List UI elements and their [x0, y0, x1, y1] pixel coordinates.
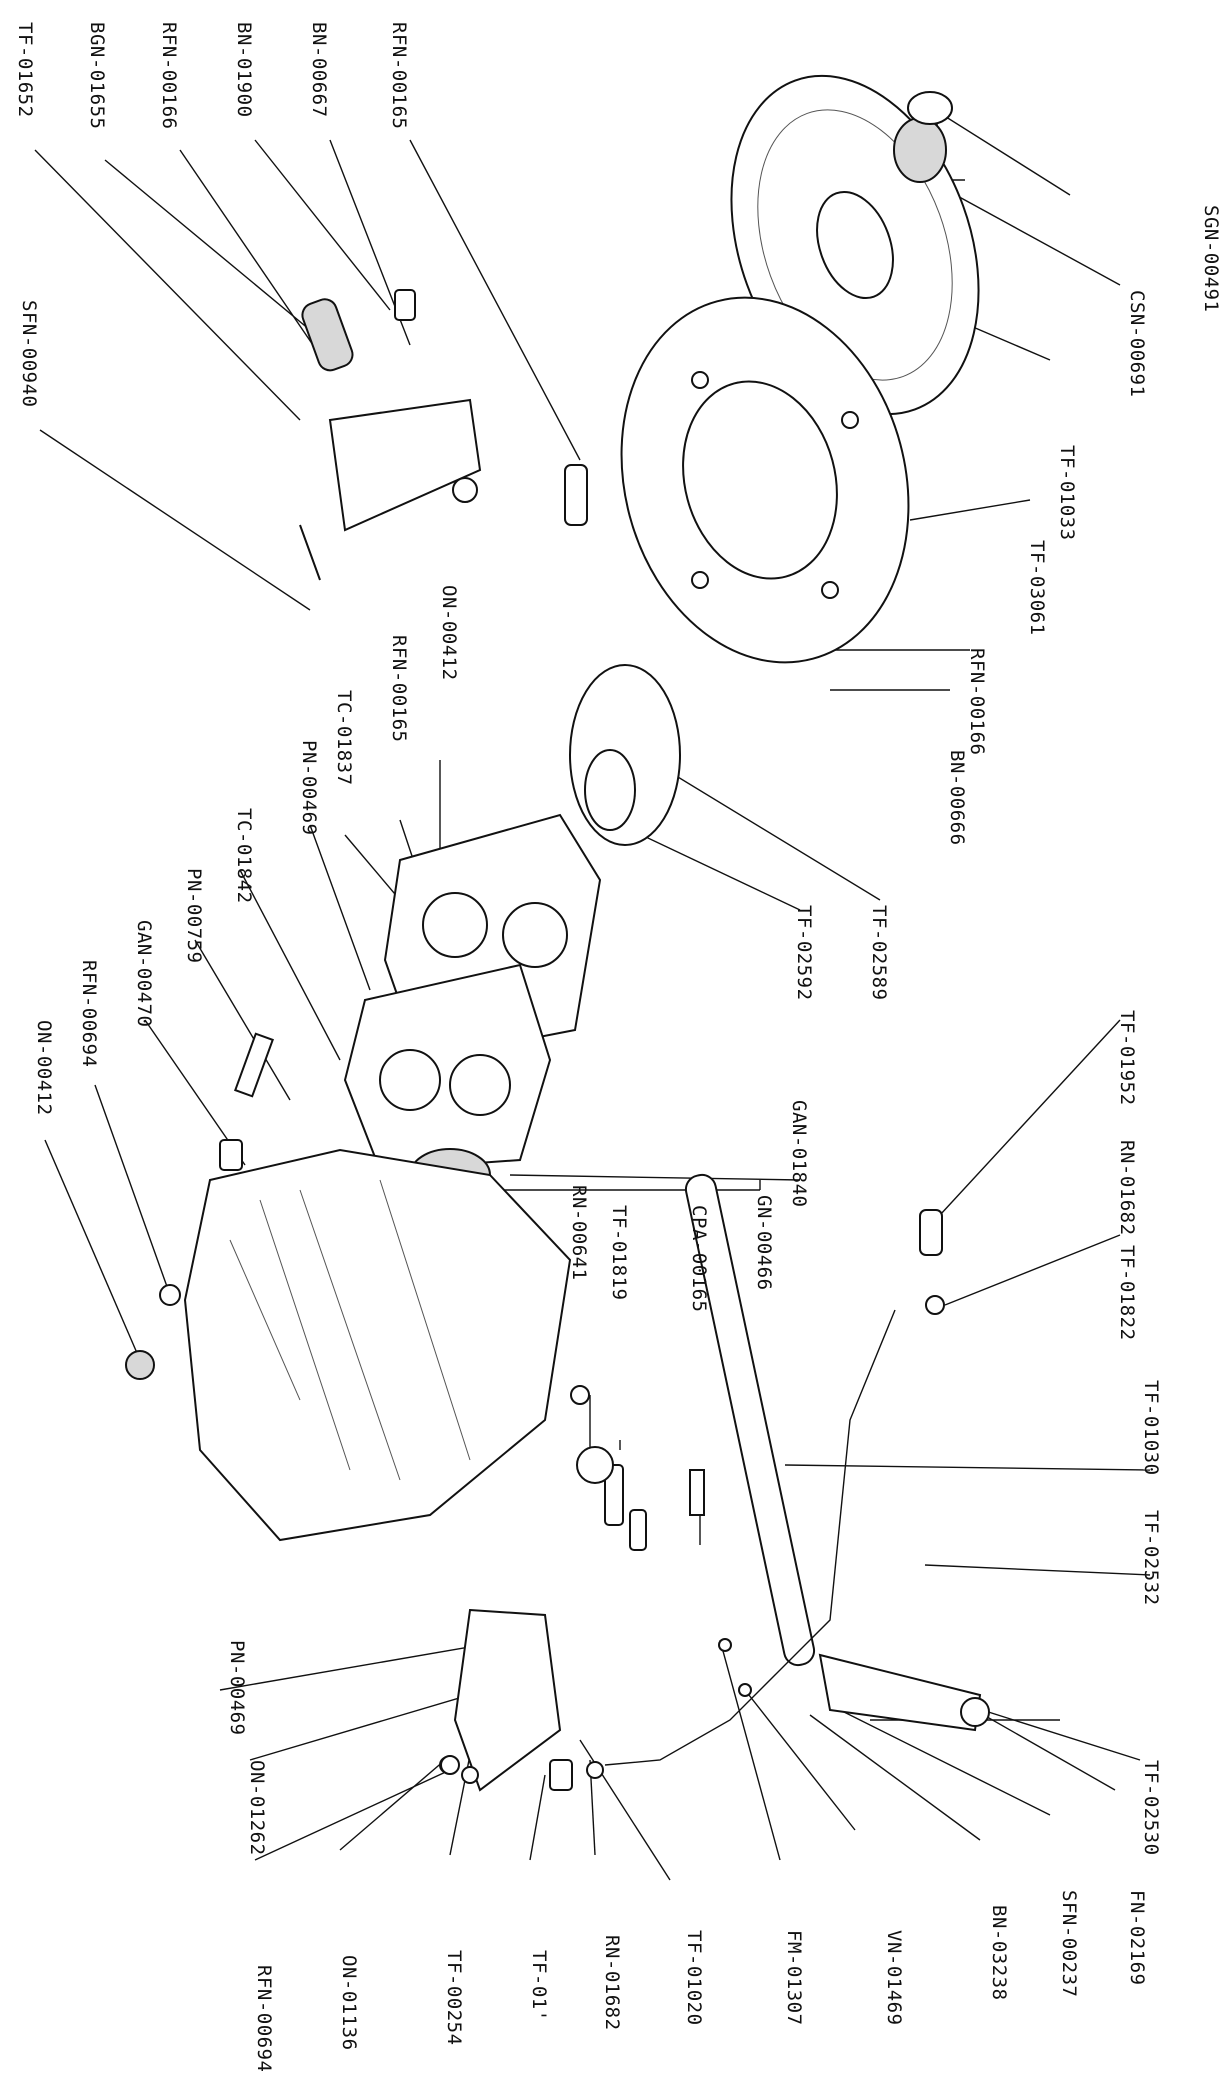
label-vn-01469: VN-01469 — [883, 1930, 905, 2026]
label-on-00412-b: ON-00412 — [33, 1020, 55, 1116]
label-rfn-00166-a: RFN-00166 — [158, 22, 180, 130]
label-rn-01682-b: RN-01682 — [601, 1935, 623, 2031]
label-bgn-01655: BGN-01655 — [86, 22, 108, 130]
label-gan-00470: GAN-00470 — [133, 920, 155, 1028]
label-bn-01900: BN-01900 — [233, 22, 255, 118]
label-gn-00466: GN-00466 — [753, 1195, 775, 1291]
label-on-01262: ON-01262 — [246, 1760, 268, 1856]
label-rfn-00165-a: RFN-00165 — [388, 22, 410, 130]
label-rfn-00165-b: RFN-00165 — [388, 635, 410, 743]
label-tf-03061: TF-03061 — [1026, 540, 1048, 636]
label-tf-01652: TF-01652 — [14, 22, 36, 118]
label-tf-01822: TF-01822 — [1116, 1245, 1138, 1341]
label-tc-01837: TC-01837 — [333, 690, 355, 786]
label-rfn-00694-a: RFN-00694 — [78, 960, 100, 1068]
label-rn-00641: RN-00641 — [568, 1185, 590, 1281]
label-sfn-00237: SFN-00237 — [1058, 1890, 1080, 1998]
label-bn-00667: BN-00667 — [308, 22, 330, 118]
label-tf-01020: TF-01020 — [683, 1930, 705, 2026]
label-tf-00254: TF-00254 — [443, 1950, 465, 2046]
label-tf-02530: TF-02530 — [1140, 1760, 1162, 1856]
label-tc-01842: TC-01842 — [233, 808, 255, 904]
label-sgn-00491: SGN-00491 — [1200, 205, 1222, 313]
parts — [125, 74, 990, 1792]
label-pn-00469-b: PN-00469 — [226, 1640, 248, 1736]
label-csn-00691: CSN-00691 — [1126, 290, 1148, 398]
label-pn-00759: PN-00759 — [183, 868, 205, 964]
label-bn-00666: BN-00666 — [946, 750, 968, 846]
leader-lines — [34, 109, 1151, 1881]
label-tf-01-partial: TF-01' — [528, 1950, 550, 2022]
label-sfn-00940: SFN-00940 — [18, 300, 40, 408]
label-rfn-00166-b: RFN-00166 — [966, 648, 988, 756]
label-tf-01033: TF-01033 — [1056, 445, 1078, 541]
label-on-01136: ON-01136 — [338, 1955, 360, 2051]
label-tf-02592-a: TF-02592 — [793, 905, 815, 1001]
label-rfn-00694-b: RFN-00694 — [253, 1965, 275, 2073]
label-pn-00469-a: PN-00469 — [298, 740, 320, 836]
label-gan-01840: GAN-01840 — [788, 1100, 810, 1208]
label-fn-02169: FN-02169 — [1126, 1890, 1148, 1986]
label-rn-01682-a: RN-01682 — [1116, 1140, 1138, 1236]
label-tf-01030-a: TF-01030 — [1140, 1380, 1162, 1476]
label-bn-03238: BN-03238 — [988, 1905, 1010, 2001]
label-tf-01819: TF-01819 — [608, 1205, 630, 1301]
label-cpa-00165: CPA-00165 — [688, 1205, 710, 1313]
label-tf-02532: TF-02532 — [1140, 1510, 1162, 1606]
label-tf-01952: TF-01952 — [1116, 1010, 1138, 1106]
label-fm-01307: FM-01307 — [783, 1930, 805, 2026]
label-on-00412-a: ON-00412 — [438, 585, 460, 681]
label-tf-02589: TF-02589 — [868, 905, 890, 1001]
